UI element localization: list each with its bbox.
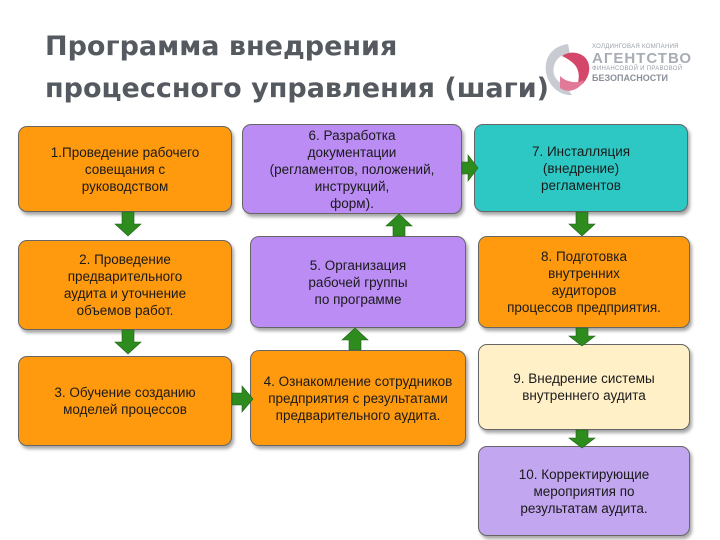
step-3-box: 3. Обучение созданию моделей процессов — [18, 356, 232, 446]
step-5-box: 5. Организация рабочей группы по програм… — [250, 236, 466, 328]
arrow-up-icon — [385, 213, 413, 237]
logo-line-3: финансовой и правовой — [592, 66, 683, 72]
title-line-2: процессного управления (шаги) — [45, 73, 550, 104]
logo-text: холдинговая компания АГЕНТСТВО финансово… — [592, 44, 702, 83]
step-7-box: 7. Инсталляция (внедрение) регламентов — [474, 124, 688, 212]
logo-emblem-icon — [545, 44, 590, 96]
arrow-down-icon — [568, 211, 596, 237]
arrow-down-icon — [114, 211, 142, 237]
step-8-box: 8. Подготовка внутренних аудиторов проце… — [478, 236, 690, 328]
logo-line-1: холдинговая компания — [592, 44, 679, 50]
step-1-box: 1.Проведение рабочего совещания с руково… — [18, 126, 232, 212]
arrow-down-icon — [114, 329, 142, 355]
page-title: Программа внедрения процессного управлен… — [45, 26, 565, 110]
logo-line-2: АГЕНТСТВО — [592, 50, 693, 67]
step-10-box: 10. Корректирующие мероприятия по резуль… — [478, 446, 690, 536]
company-logo: холдинговая компания АГЕНТСТВО финансово… — [540, 40, 700, 100]
step-4-box: 4. Ознакомление сотрудников предприятия … — [250, 350, 466, 446]
title-line-1: Программа внедрения — [45, 31, 398, 62]
step-6-box: 6. Разработка документации (регламентов,… — [242, 124, 462, 214]
arrow-up-icon — [341, 327, 369, 351]
step-2-box: 2. Проведение предварительного аудита и … — [18, 240, 232, 330]
step-9-box: 9. Внедрение системы внутреннего аудита — [478, 344, 690, 430]
logo-line-4: БЕЗОПАСНОСТИ — [592, 73, 668, 83]
